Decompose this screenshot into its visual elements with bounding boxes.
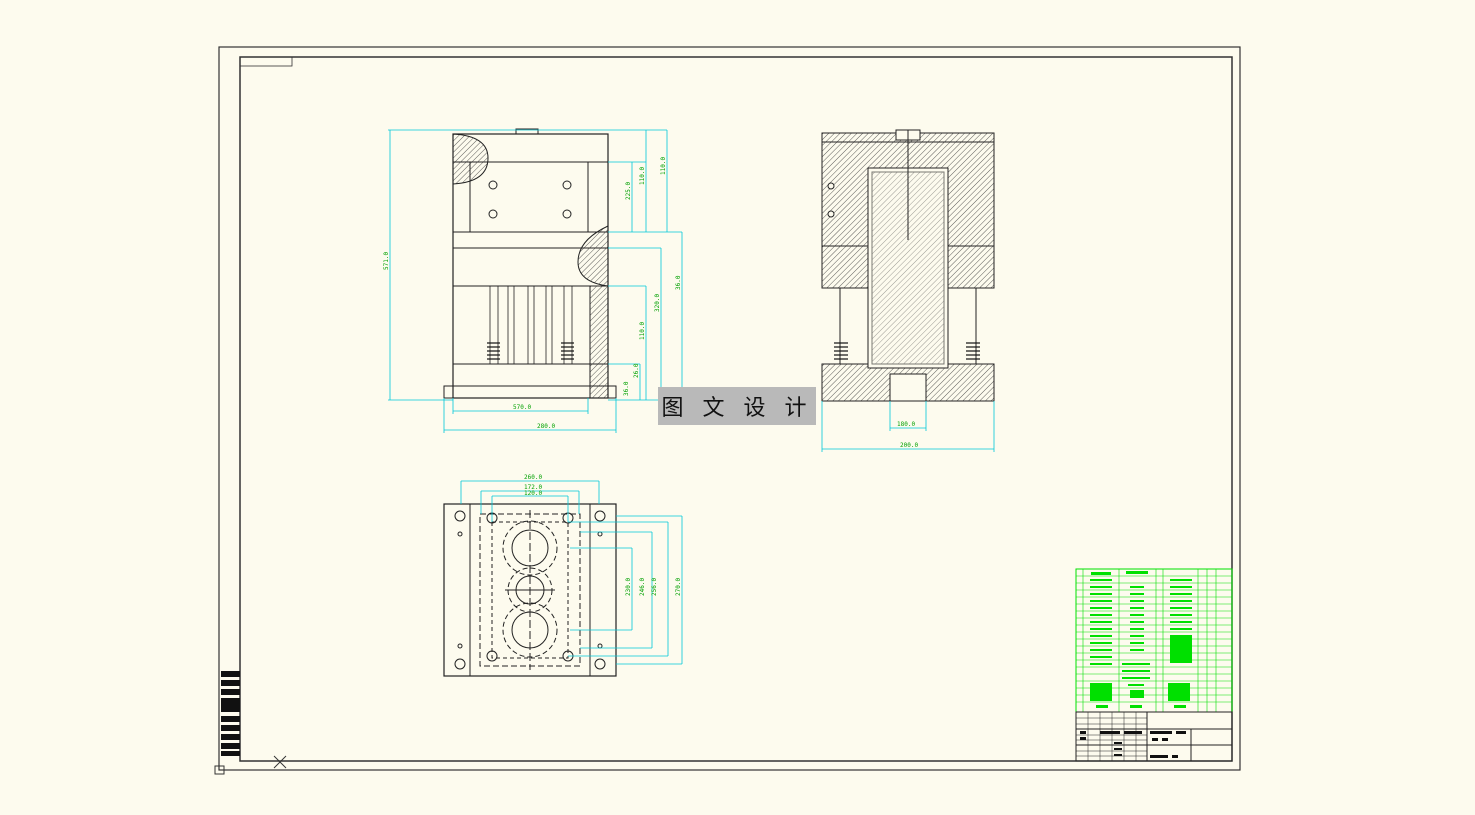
front-view[interactable]: 571.0 225.0 110.0 110.0 320.0 110.0 36.0… [383, 128, 683, 433]
parts-list-table[interactable] [1075, 568, 1233, 713]
dim-plan-r1: 230.0 [625, 578, 632, 596]
dim-side-slot: 180.0 [897, 421, 915, 428]
dim-plan-top1: 260.0 [524, 474, 542, 481]
top-plan-view[interactable]: 260.0 172.0 120.0 230.0 246.0 256.0 270.… [443, 474, 683, 677]
side-section-view[interactable]: 180.0 200.0 [821, 129, 995, 452]
binding-strip [221, 671, 240, 756]
dim-front-h1: 225.0 [625, 182, 632, 200]
dim-plan-top3: 120.0 [524, 490, 542, 497]
dim-plan-r4: 270.0 [675, 578, 682, 596]
cross-marker-icon [273, 755, 287, 769]
dim-plan-top2: 172.0 [524, 484, 542, 491]
dim-front-h2: 110.0 [639, 167, 646, 185]
dim-plan-r3: 256.0 [651, 578, 658, 596]
dim-front-h6: 36.0 [675, 275, 682, 290]
dim-front-h7: 26.0 [633, 363, 640, 378]
dim-front-h3: 110.0 [660, 157, 667, 175]
drawing-frame [214, 46, 1241, 775]
title-block[interactable] [1075, 711, 1233, 762]
dim-front-h5: 110.0 [639, 322, 646, 340]
dim-front-h8: 36.0 [623, 381, 630, 396]
dim-side-total: 200.0 [900, 442, 918, 449]
dim-plan-r2: 246.0 [639, 578, 646, 596]
dim-front-bottom-outer: 280.0 [537, 423, 555, 430]
dim-front-total-height: 571.0 [383, 252, 390, 270]
dim-front-bottom-inner: 570.0 [513, 404, 531, 411]
dim-front-h4: 320.0 [654, 294, 661, 312]
watermark-label: 图 文 设 计 [658, 387, 816, 425]
